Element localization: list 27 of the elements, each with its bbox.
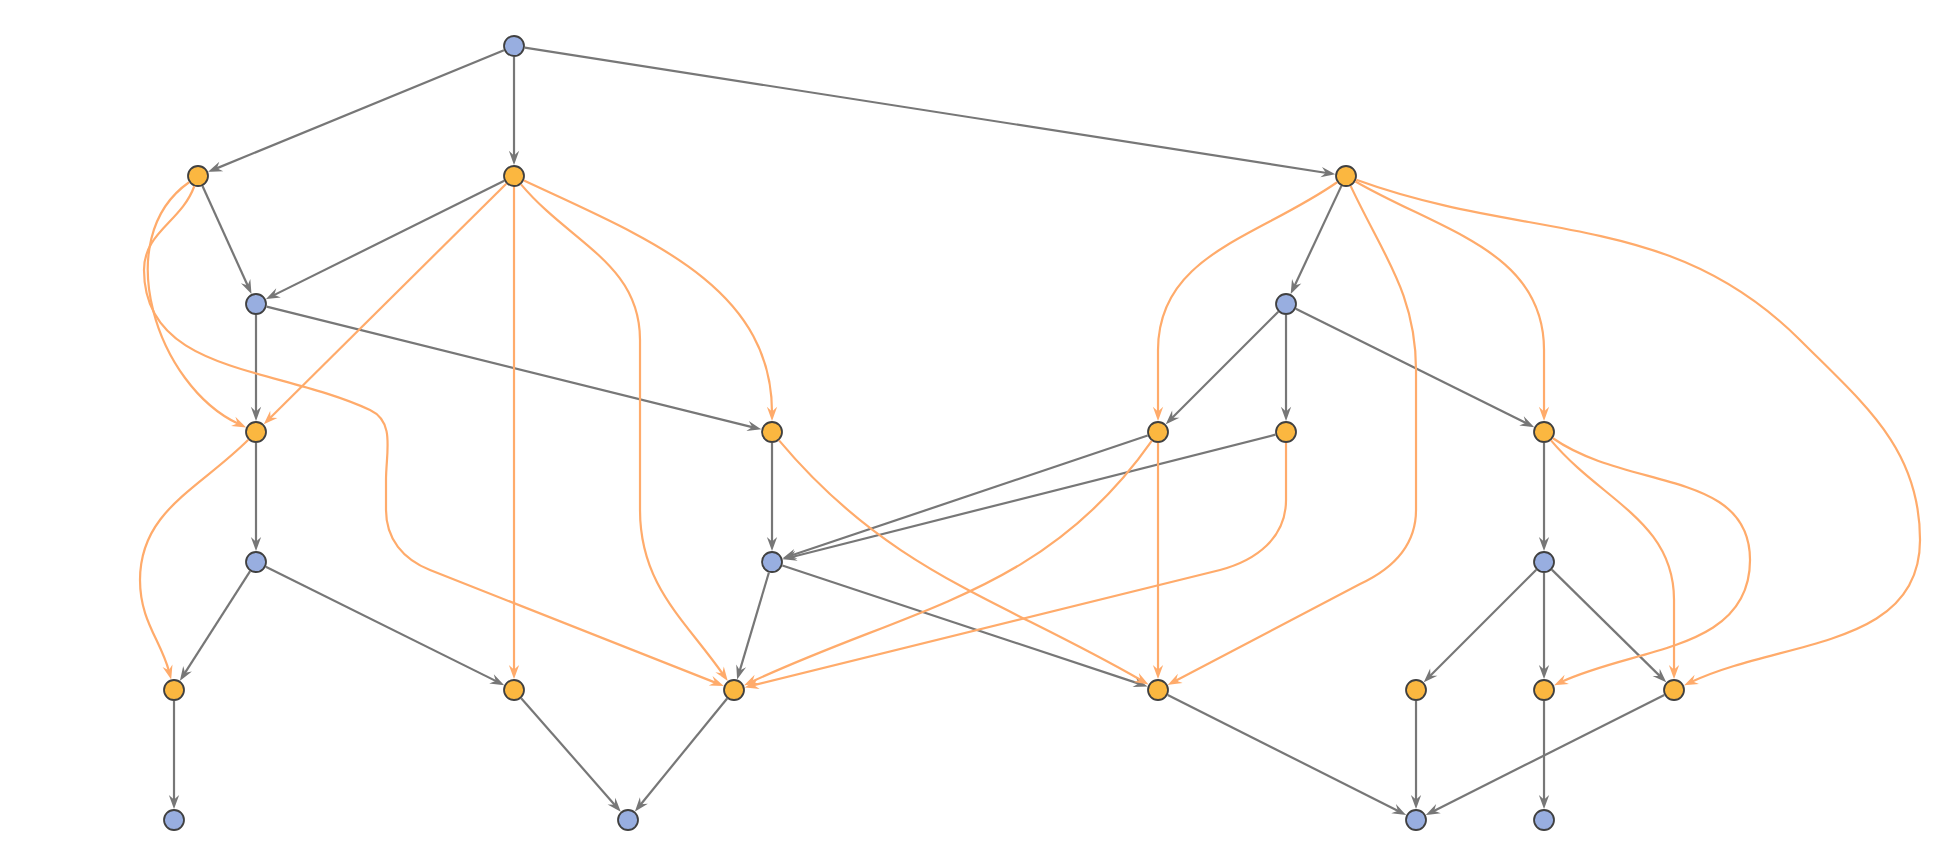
arrow xyxy=(1552,437,1752,686)
graph-vertex xyxy=(1533,551,1555,573)
graph-vertex xyxy=(761,421,783,443)
graph-vertex xyxy=(245,421,267,443)
graph-vertex xyxy=(761,551,783,573)
graph-vertex xyxy=(1405,809,1427,831)
graph-vertex xyxy=(163,679,185,701)
graph-vertex xyxy=(187,165,209,187)
graph-vertex xyxy=(617,809,639,831)
graph-vertex xyxy=(163,809,185,831)
graph-vertex xyxy=(1335,165,1357,187)
graph-vertex xyxy=(723,679,745,701)
graph-vertex xyxy=(503,35,525,57)
graph-vertex xyxy=(245,293,267,315)
graph-vertex xyxy=(1405,679,1427,701)
graph-vertex xyxy=(1147,421,1169,443)
graph-vertex xyxy=(245,551,267,573)
graph-vertex xyxy=(1533,809,1555,831)
graph-vertex xyxy=(1147,679,1169,701)
graph-vertex xyxy=(1533,421,1555,443)
graph-vertex xyxy=(1533,679,1555,701)
graph-vertex xyxy=(1275,421,1297,443)
graph-vertex xyxy=(503,165,525,187)
arrow xyxy=(1355,178,1922,686)
graph-vertex xyxy=(503,679,525,701)
graph-vertex xyxy=(1663,679,1685,701)
graph-vertex xyxy=(1275,293,1297,315)
